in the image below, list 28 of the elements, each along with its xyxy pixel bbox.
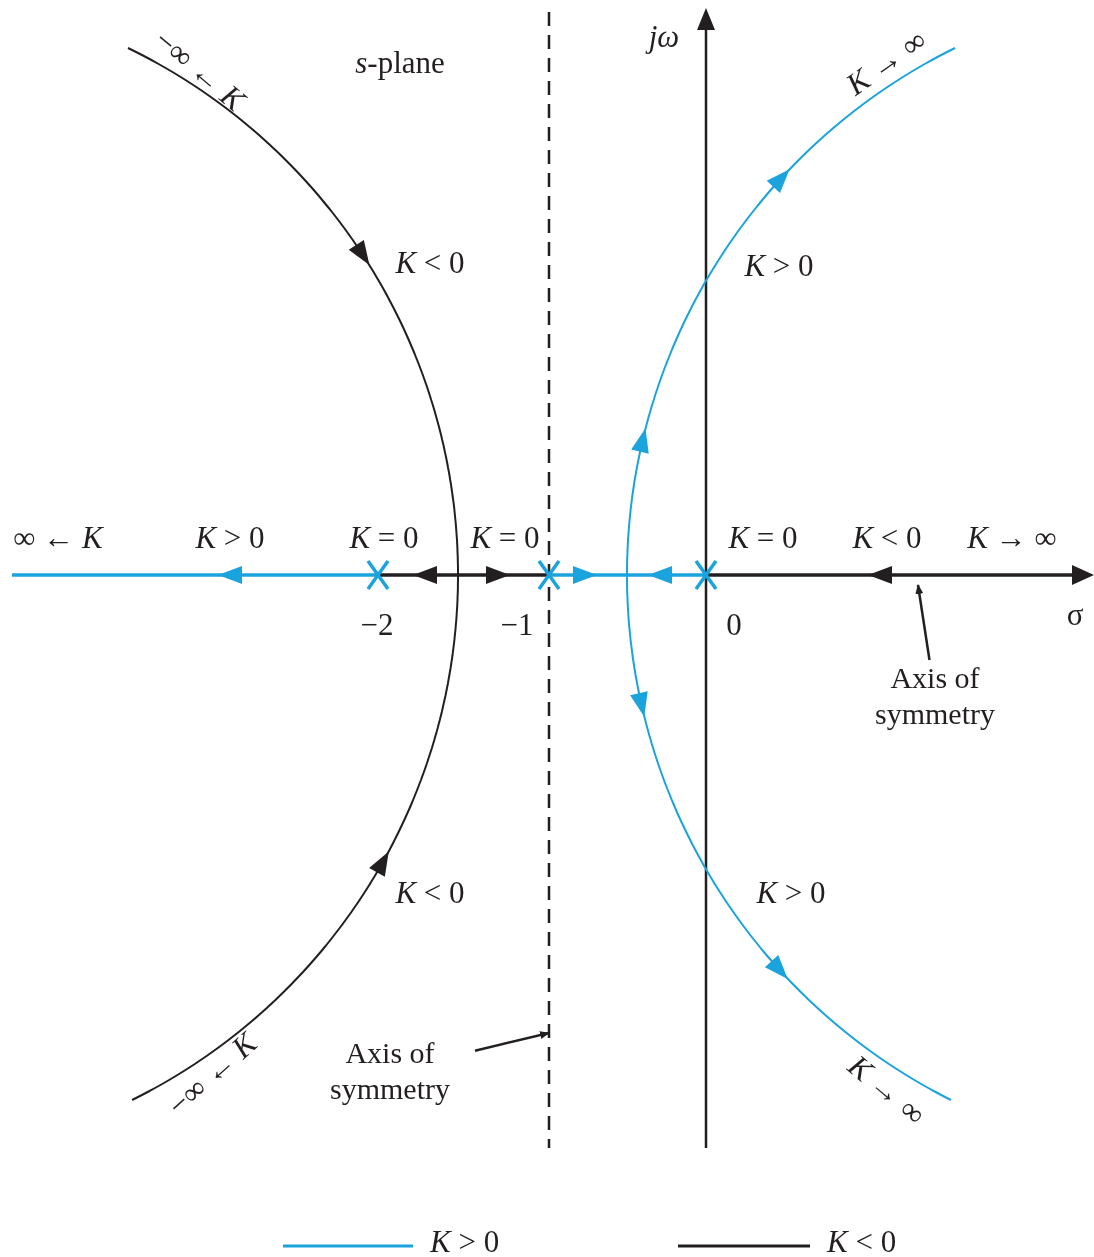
gain-label: K < 0 [395, 246, 465, 278]
legend-label: K > 0 [430, 1226, 500, 1257]
dashed-symmetry-line [547, 12, 551, 1148]
leader-line [915, 584, 931, 661]
branch-end-label: K → ∞ [840, 23, 932, 101]
gain-label: K > 0 [756, 876, 826, 908]
gain-label: K → ∞ [967, 521, 1057, 553]
gain-label: ∞ ← K [13, 521, 103, 553]
legend-label: K < 0 [827, 1226, 897, 1257]
branch-end-label: −∞ ← K [161, 1026, 263, 1122]
gain-label: K < 0 [395, 876, 465, 908]
branch-end-label: −∞ ← K [149, 23, 251, 117]
real-axis [12, 565, 1094, 585]
annotation-text: Axis of symmetry [305, 1035, 475, 1107]
tick-label: 0 [726, 608, 742, 640]
gain-label: K > 0 [744, 249, 814, 281]
axis-label: σ [1066, 598, 1084, 630]
gain-label: K = 0 [470, 521, 540, 553]
leader-line [474, 1031, 550, 1052]
branch-end-label: K → ∞ [842, 1049, 932, 1131]
gain-label: K = 0 [728, 521, 798, 553]
annotation-text: Axis of symmetry [850, 660, 1020, 732]
gain-label: K = 0 [349, 521, 419, 553]
tick-label: −2 [360, 608, 394, 640]
tick-label: −1 [500, 608, 534, 640]
gain-label: K < 0 [852, 521, 922, 553]
gain-label: K > 0 [195, 521, 265, 553]
plane-label: s-plane [355, 46, 445, 78]
